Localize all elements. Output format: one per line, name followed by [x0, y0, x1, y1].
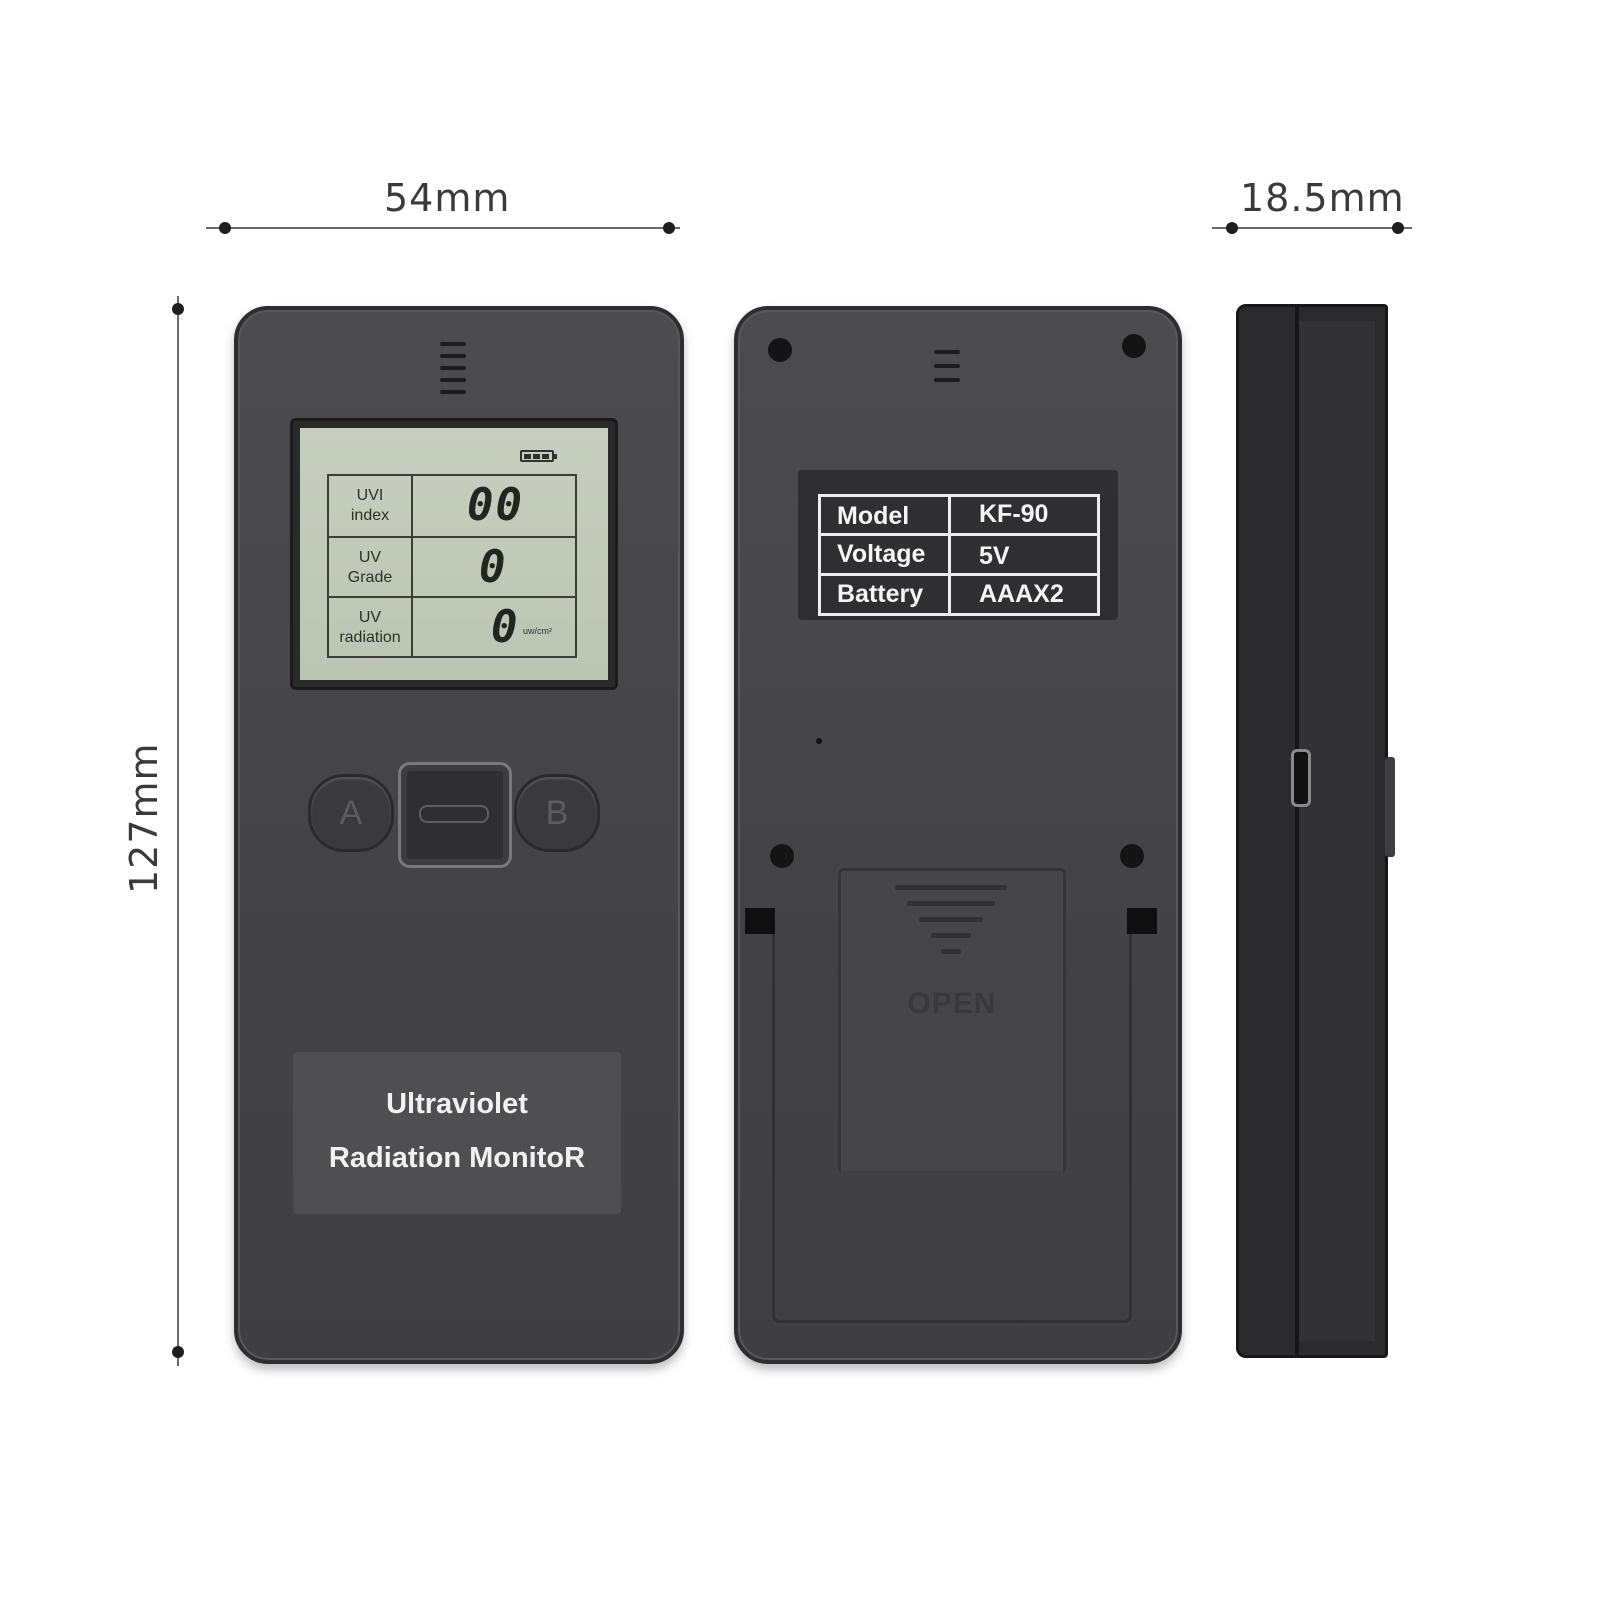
screw-mid-left	[770, 844, 794, 868]
uv-radiation-value: 0	[491, 602, 520, 653]
width-dimension-line	[206, 227, 680, 229]
spec-key-voltage: Voltage	[837, 540, 926, 568]
depth-dimension-label: 18.5mm	[1240, 176, 1405, 220]
power-icon	[419, 805, 489, 823]
depth-dimension-end-dot	[1392, 222, 1404, 234]
depth-dimension-line	[1212, 227, 1412, 229]
battery-full-icon	[520, 450, 557, 462]
width-dimension-start-dot	[219, 222, 231, 234]
width-dimension-label: 54mm	[384, 176, 511, 220]
height-dimension-start-dot	[172, 303, 184, 315]
uv-radiation-unit: uw/cm²	[523, 626, 552, 636]
width-dimension-end-dot	[663, 222, 675, 234]
depth-dimension-start-dot	[1226, 222, 1238, 234]
device-side-view	[1236, 304, 1395, 1358]
spec-value-model: KF-90	[979, 500, 1049, 528]
uv-radiation-label: UV radiation	[339, 609, 401, 646]
device-front-view: UVI index 00 UV Grade 0 UV radiation 0 u…	[234, 306, 684, 1364]
uvi-index-label: UVI index	[350, 487, 390, 524]
lcd-display: UVI index 00 UV Grade 0 UV radiation 0 u…	[300, 428, 608, 680]
usb-port-icon[interactable]	[1291, 749, 1311, 807]
spec-table: Model KF-90 Voltage 5V Battery AAAX2	[818, 494, 1100, 616]
battery-door-label: OPEN	[907, 987, 997, 1020]
device-back-view: Model KF-90 Voltage 5V Battery AAAX2 OPE…	[734, 306, 1182, 1364]
product-name-line2: Radiation MonitoR	[328, 1142, 586, 1174]
height-dimension-end-dot	[172, 1346, 184, 1358]
product-name-line1: Ultraviolet	[386, 1088, 528, 1120]
uv-grade-value: 0	[479, 542, 508, 593]
screw-top-left	[768, 338, 792, 362]
kickstand[interactable]	[745, 908, 1157, 1323]
a-button[interactable]: A	[308, 774, 394, 852]
power-button[interactable]	[398, 762, 512, 868]
b-button[interactable]: B	[514, 774, 600, 852]
uv-grade-label: UV Grade	[347, 549, 393, 586]
height-dimension-line	[177, 296, 179, 1366]
battery-door[interactable]: OPEN	[838, 868, 1066, 1171]
spec-key-model: Model	[837, 502, 910, 530]
screw-mid-right	[1120, 844, 1144, 868]
product-name-label: Ultraviolet Radiation MonitoR	[293, 1052, 621, 1214]
side-button[interactable]	[1385, 757, 1395, 857]
spec-label-panel: Model KF-90 Voltage 5V Battery AAAX2	[798, 470, 1118, 620]
uvi-index-value: 00	[467, 480, 524, 531]
lcd-display-bezel: UVI index 00 UV Grade 0 UV radiation 0 u…	[290, 418, 618, 690]
screw-top-right	[1122, 334, 1146, 358]
spec-key-battery: Battery	[837, 580, 924, 608]
height-dimension-label: 127mm	[122, 742, 166, 894]
sensor-hole	[816, 738, 822, 744]
spec-value-battery: AAAX2	[979, 580, 1064, 608]
spec-value-voltage: 5V	[979, 542, 1010, 570]
lcd-readout-grid: UVI index 00 UV Grade 0 UV radiation 0 u…	[327, 474, 577, 658]
